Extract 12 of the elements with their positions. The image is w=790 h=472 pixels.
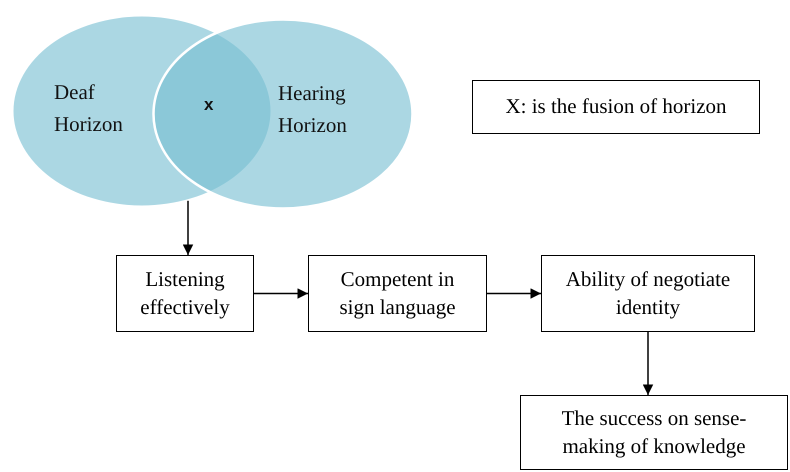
circle-label: Hearing Horizon — [278, 80, 348, 138]
process-box: Ability of negotiate identity — [541, 255, 755, 332]
circle-label: Deaf Horizon — [54, 79, 124, 138]
process-box: The success on sense-making of knowledge — [520, 395, 788, 470]
arrow — [254, 288, 308, 299]
process-box: Listening effectively — [116, 255, 254, 332]
process-box: X: is the fusion of horizon — [472, 80, 760, 134]
arrow — [642, 332, 654, 395]
overlap-label: x — [204, 95, 214, 115]
process-box: Competent in sign language — [308, 255, 487, 332]
arrow — [487, 288, 541, 299]
arrow — [182, 200, 194, 255]
